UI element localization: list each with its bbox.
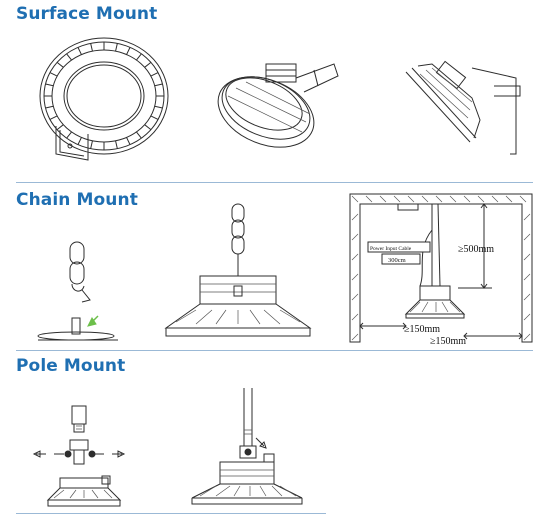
heatsink-fin bbox=[144, 61, 152, 68]
surface-front-view-illustration bbox=[39, 37, 169, 161]
heatsink-fin bbox=[115, 140, 118, 149]
surface-side-view-illustration bbox=[405, 60, 521, 155]
heatsink-fin bbox=[49, 115, 58, 120]
ceiling-clearance-label: ≥500mm bbox=[458, 244, 494, 255]
section-divider bbox=[16, 182, 533, 183]
surface-angle-view-illustration bbox=[217, 63, 339, 148]
heatsink-fin bbox=[66, 131, 72, 139]
section-divider-2 bbox=[16, 350, 533, 351]
heatsink-fin bbox=[154, 105, 163, 109]
heatsink-fin bbox=[126, 47, 131, 55]
cable-length-label: 300cm bbox=[388, 257, 406, 264]
chain-hanging-lamp-illustration bbox=[164, 203, 312, 337]
chain-hook-illustration bbox=[37, 241, 118, 341]
heatsink-fin bbox=[77, 137, 82, 145]
heatsink-fin bbox=[144, 124, 152, 131]
heatsink-fin bbox=[136, 53, 142, 61]
surface-mount-heading: Surface Mount bbox=[16, 4, 158, 24]
side-clearance-label: ≥150mm bbox=[404, 324, 440, 335]
heatsink-fin bbox=[150, 72, 159, 77]
heatsink-fin bbox=[90, 140, 93, 149]
heatsink-fin bbox=[56, 61, 64, 68]
heatsink-fin bbox=[77, 47, 82, 55]
heatsink-fin bbox=[49, 72, 58, 77]
pole-mount-heading: Pole Mount bbox=[16, 356, 126, 376]
cable-label: Power Input Cable bbox=[370, 246, 412, 252]
heatsink-fin bbox=[90, 43, 93, 52]
heatsink-fin bbox=[45, 83, 54, 87]
heatsink-fin bbox=[154, 83, 163, 87]
heatsink-fin bbox=[66, 53, 72, 61]
chain-clearance-diagram: Power Input Cable 300cm ≥500mm ≥150mm ≥1… bbox=[349, 193, 533, 347]
pole-adapter-illustration bbox=[32, 405, 126, 507]
heatsink-fin bbox=[136, 131, 142, 139]
heatsink-fin bbox=[126, 137, 131, 145]
pole-mounted-lamp-illustration bbox=[191, 388, 303, 505]
heatsink-fin bbox=[115, 43, 118, 52]
heatsink-fin bbox=[150, 115, 159, 120]
heatsink-fin bbox=[56, 124, 64, 131]
section-divider-3 bbox=[16, 513, 326, 514]
side-clearance-label-2: ≥150mm bbox=[430, 336, 466, 347]
heatsink-fin bbox=[45, 105, 54, 109]
chain-mount-heading: Chain Mount bbox=[16, 190, 138, 210]
